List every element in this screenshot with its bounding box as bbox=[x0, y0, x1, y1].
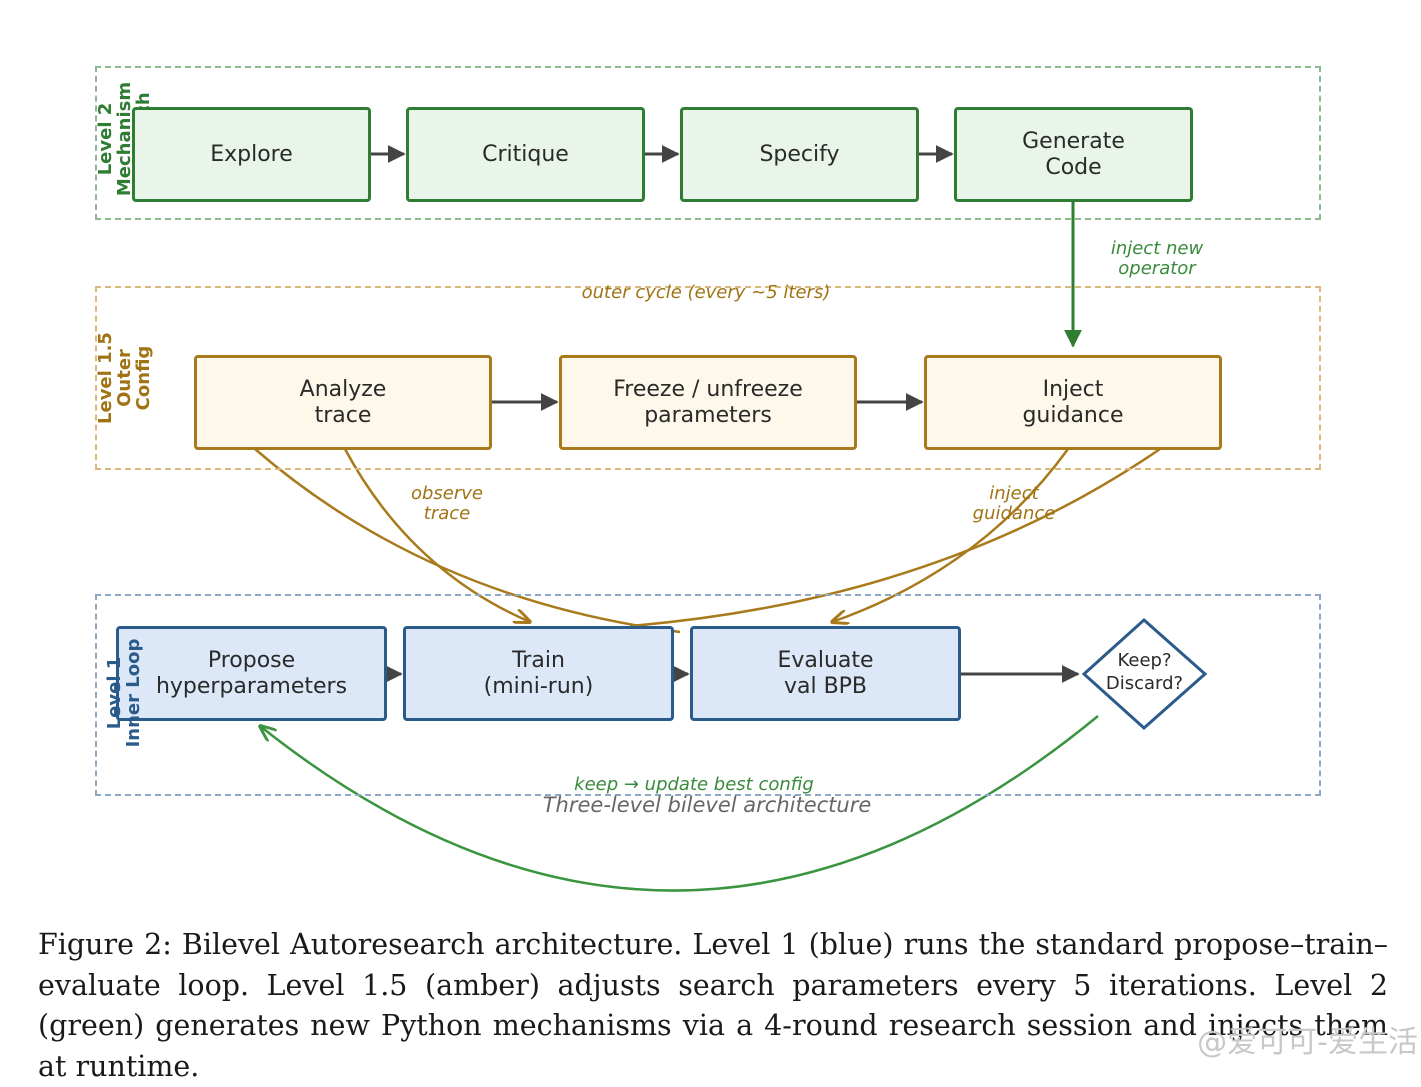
diagram-title: Three-level bilevel architecture bbox=[542, 793, 872, 817]
level-1-region bbox=[95, 594, 1321, 796]
explore-box: Explore bbox=[132, 107, 371, 202]
generate-code-box: Generate Code bbox=[954, 107, 1193, 202]
inject-guidance-label: inject guidance bbox=[972, 483, 1056, 524]
decision-diamond bbox=[1081, 617, 1208, 731]
outer-cycle-title: outer cycle (every ~5 iters) bbox=[581, 282, 831, 303]
observe-trace-label: observe trace bbox=[410, 483, 484, 524]
level-1-label: Level 1 Inner Loop bbox=[104, 638, 144, 748]
keep-update-label: keep → update best config bbox=[574, 774, 814, 795]
figure-caption: Figure 2: Bilevel Autoresearch architect… bbox=[38, 928, 1388, 1083]
curve-inject-to-train bbox=[629, 447, 1161, 628]
propose-hyperparameters-box: Propose hyperparameters bbox=[116, 626, 387, 721]
freeze-parameters-box: Freeze / unfreeze parameters bbox=[559, 355, 857, 450]
inject-new-operator-label: inject new operator bbox=[1110, 238, 1204, 279]
evaluate-box: Evaluate val BPB bbox=[690, 626, 961, 721]
specify-box: Specify bbox=[680, 107, 919, 202]
curve-analyze-to-train bbox=[343, 448, 530, 622]
curve-analyze-to-eval bbox=[254, 448, 681, 634]
keep-loop-arrow bbox=[260, 715, 1099, 892]
level-2-region bbox=[95, 66, 1321, 220]
train-box: Train (mini-run) bbox=[403, 626, 674, 721]
level-1-5-region bbox=[95, 286, 1321, 470]
inject-guidance-box: Inject guidance bbox=[924, 355, 1222, 450]
decision-label: Keep? Discard? bbox=[1105, 650, 1184, 694]
watermark: @爱可可-爱生活 bbox=[1197, 1025, 1418, 1060]
critique-box: Critique bbox=[406, 107, 645, 202]
analyze-trace-box: Analyze trace bbox=[194, 355, 492, 450]
level-1-5-label: Level 1.5 Outer Config bbox=[95, 332, 154, 424]
